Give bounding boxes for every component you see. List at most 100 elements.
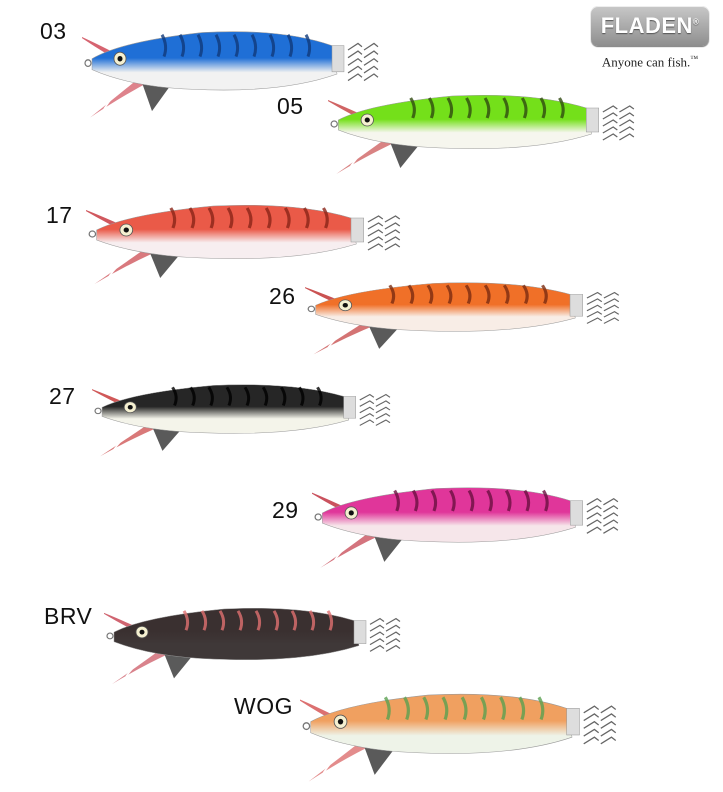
hook-spike <box>603 291 620 299</box>
hook-spike <box>586 505 602 513</box>
lure-stripe <box>171 386 178 406</box>
lead-sinker <box>374 533 408 562</box>
hook-spike <box>367 215 384 223</box>
lure-svg <box>299 282 620 355</box>
line-eye <box>330 120 338 128</box>
lure-stripe <box>286 33 294 58</box>
lead-sinker <box>390 140 424 168</box>
lure-stripe <box>243 386 251 406</box>
hook-spike <box>586 512 602 520</box>
hook-spike <box>347 50 363 59</box>
lure-body <box>101 384 349 434</box>
lure-stripe <box>403 696 410 721</box>
lure-code-26: 26 <box>269 283 296 309</box>
tail-collar <box>343 396 356 419</box>
lure-svg <box>306 487 619 568</box>
lure-stripe <box>225 386 233 406</box>
lure-code-03: 03 <box>40 18 67 44</box>
hook-spike <box>600 728 617 737</box>
lure-image-brv <box>99 582 404 688</box>
lead-sinker <box>364 743 399 775</box>
hook-spike <box>586 317 603 324</box>
lead-sinker <box>368 323 403 349</box>
lure-image-03 <box>77 2 382 122</box>
hook-spike <box>583 728 600 737</box>
lure-stripe <box>479 696 487 721</box>
hook-spike <box>619 112 635 120</box>
lure-stripe <box>388 284 396 304</box>
lure-stripe <box>483 97 491 119</box>
lure-pupil <box>127 405 133 410</box>
hook-spike <box>603 526 619 534</box>
hook-spike <box>359 406 375 414</box>
line-eye <box>84 59 92 68</box>
lure-stripe <box>264 207 272 229</box>
lure-code-wog: WOG <box>234 693 293 719</box>
hook-spike <box>363 65 379 74</box>
hook-spike <box>367 229 384 237</box>
hook-spike <box>586 298 603 305</box>
lure-stripe <box>465 97 472 119</box>
lure-stripe <box>322 207 329 229</box>
lure-stripe <box>279 386 287 406</box>
lure-stripe <box>196 33 204 58</box>
lure-pupil <box>337 718 344 725</box>
lure-stripe <box>302 207 310 229</box>
hook-spike <box>619 133 635 141</box>
lure-pupil <box>123 227 129 233</box>
lure-stripe <box>245 207 253 229</box>
hook-spike <box>586 291 603 299</box>
hook-spike <box>583 713 600 722</box>
hook-spike <box>369 644 385 652</box>
line-eye <box>307 305 316 313</box>
lure-body <box>96 204 357 259</box>
trademark-mark: ™ <box>690 54 699 63</box>
hook-spike <box>363 73 379 82</box>
lure-stripe <box>298 386 305 406</box>
lure-stripe <box>502 284 510 304</box>
lure-image-29 <box>306 460 622 572</box>
lure-stripe <box>541 284 548 304</box>
lure-stripe <box>383 696 391 721</box>
hook-spike <box>586 519 602 527</box>
tail-collar <box>331 45 345 73</box>
lure-pupil <box>364 117 370 123</box>
lure-stripe <box>467 489 475 512</box>
lead-sinker <box>142 80 174 112</box>
hook-spike <box>602 119 618 127</box>
lure-stripe <box>169 207 177 229</box>
hook-spike <box>367 243 384 251</box>
hook-spike <box>600 713 617 722</box>
lead-sinker <box>149 250 184 278</box>
lure-body <box>113 607 360 661</box>
hook-spike <box>363 42 379 51</box>
lure-stripe <box>178 33 186 58</box>
lure-stripe <box>504 489 512 512</box>
lure-stripe <box>316 386 323 406</box>
hook-spike <box>359 393 375 401</box>
lure-code-brv: BRV <box>44 603 93 629</box>
hook-spike <box>367 236 384 244</box>
lure-stripe <box>422 696 430 721</box>
lure-body <box>322 487 576 543</box>
hook-spike <box>583 705 600 714</box>
hook-spike <box>359 412 375 420</box>
lure-stripe <box>520 97 528 119</box>
hook-spike <box>385 631 401 639</box>
lure-image-05 <box>322 68 638 178</box>
logo-wordmark: FLADEN® <box>591 13 709 39</box>
hook-spike <box>367 222 384 230</box>
lure-pupil <box>348 510 354 516</box>
lure-stripe <box>182 610 190 631</box>
hook-spike <box>603 304 620 312</box>
lure-stripe <box>449 489 456 512</box>
hook-spike <box>384 243 401 251</box>
lure-image-26 <box>299 258 623 358</box>
lure-stripe <box>427 97 435 119</box>
lure-stripe <box>521 284 529 304</box>
lure-code-27: 27 <box>49 383 76 409</box>
lure-stripe <box>445 284 453 304</box>
lure-stripe <box>218 610 226 631</box>
lure-stripe <box>232 33 240 58</box>
lure-stripe <box>407 284 415 304</box>
